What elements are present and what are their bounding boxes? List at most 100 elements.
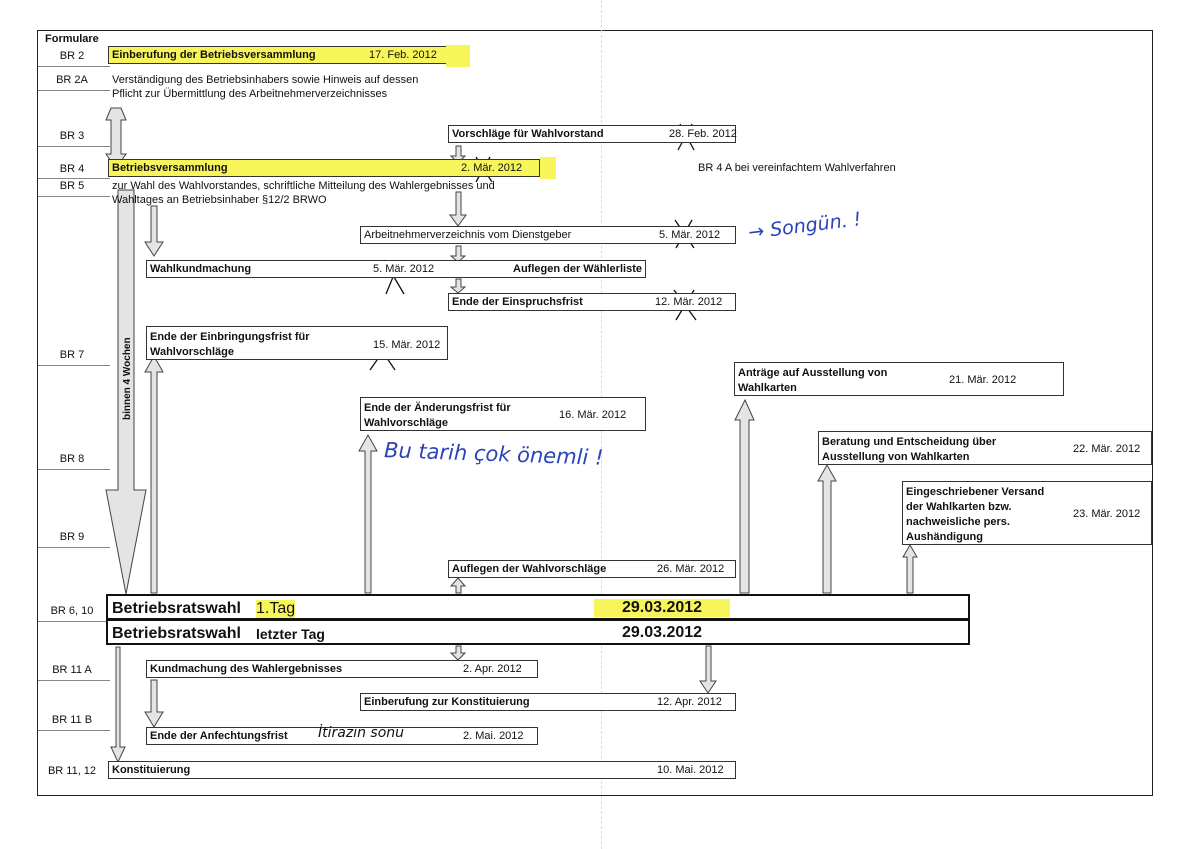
box-label-line2: Wahlvorschläge bbox=[150, 346, 234, 358]
arrow-wahl-4-wochen bbox=[105, 189, 147, 595]
row-code-br11a: BR 11 A bbox=[52, 664, 92, 676]
box-label: Wahlkundmachung bbox=[150, 263, 252, 275]
box-einbringungsfrist: Ende der Einbringungsfrist für Wahlvorsc… bbox=[146, 326, 448, 360]
wahl-suffix: letzter Tag bbox=[256, 626, 325, 642]
row-rule bbox=[38, 178, 110, 179]
box-date: 2. Mai. 2012 bbox=[463, 730, 524, 742]
box-label-line2: Wahlvorschläge bbox=[364, 417, 448, 429]
arrow-up-beratung bbox=[817, 463, 837, 594]
box-date: 17. Feb. 2012 bbox=[369, 49, 437, 61]
arrow-down-konstituierung bbox=[110, 646, 126, 764]
br2a-line1: Verständigung des Betriebsinhabers sowie… bbox=[112, 74, 419, 86]
box-br3: Vorschläge für Wahlvorstand 28. Feb. 201… bbox=[448, 125, 737, 143]
box-antraege-wahlkarten: Anträge auf Ausstellung von Wahlkarten 2… bbox=[734, 362, 1064, 396]
box-arbeitnehmerverzeichnis: Arbeitnehmerverzeichnis vom Dienstgeber … bbox=[360, 226, 736, 244]
box-date: 5. Mär. 2012 bbox=[373, 263, 435, 275]
row-rule bbox=[38, 469, 110, 470]
row-rule bbox=[38, 90, 110, 91]
br4a-note: BR 4 A bei vereinfachtem Wahlverfahren bbox=[698, 162, 896, 174]
box-label: Kundmachung des Wahlergebnisses bbox=[150, 663, 343, 675]
box-label: Auflegen der Wahlvorschläge bbox=[452, 563, 607, 575]
br2a-line2: Pflicht zur Übermittlung des Arbeitnehme… bbox=[112, 88, 388, 100]
wahl-date: 29.03.2012 bbox=[594, 599, 731, 617]
box-date: 2. Apr. 2012 bbox=[463, 663, 522, 675]
arrow-up-auflegen bbox=[449, 577, 467, 594]
row-rule bbox=[38, 730, 110, 731]
row-rule bbox=[38, 146, 110, 147]
arrow-label: binnen 4 Wochen bbox=[122, 337, 133, 420]
arrow-up-versand bbox=[902, 544, 918, 594]
box-date: 2. Mär. 2012 bbox=[461, 162, 523, 174]
box-label-line1: Eingeschriebener Versand bbox=[906, 486, 1045, 498]
wahl-label: Betriebsratswahl bbox=[112, 625, 241, 642]
box-wahlkundmachung: Wahlkundmachung 5. Mär. 2012 Auflegen de… bbox=[146, 260, 646, 278]
row-code-br11-12: BR 11, 12 bbox=[47, 765, 97, 777]
box-label-line1: Ende der Einbringungsfrist für bbox=[150, 331, 310, 343]
arrow-up-aenderung bbox=[358, 433, 378, 594]
box-label: Betriebsversammlung bbox=[112, 162, 228, 174]
box-einberufung-konstituierung: Einberufung zur Konstituierung 12. Apr. … bbox=[360, 693, 736, 711]
box-label-line1: Beratung und Entscheidung über bbox=[822, 436, 997, 448]
arrow-to-kundmachung bbox=[144, 205, 164, 257]
box-date: 28. Feb. 2012 bbox=[669, 128, 737, 140]
box-date: 22. Mär. 2012 bbox=[1073, 443, 1141, 455]
box-auflegen-wahlvorschlaege: Auflegen der Wahlvorschläge 26. Mär. 201… bbox=[448, 560, 736, 578]
box-label: Einberufung zur Konstituierung bbox=[364, 696, 530, 708]
box-date: 23. Mär. 2012 bbox=[1073, 508, 1141, 520]
arrow-down-einspruch bbox=[449, 278, 467, 294]
box-label-line2: Ausstellung von Wahlkarten bbox=[822, 451, 970, 463]
box-versand-wahlkarten: Eingeschriebener Versand der Wahlkarten … bbox=[902, 481, 1152, 545]
box-date: 21. Mär. 2012 bbox=[949, 374, 1017, 386]
box-label: Arbeitnehmerverzeichnis vom Dienstgeber bbox=[364, 229, 572, 241]
row-code-br4: BR 4 bbox=[59, 163, 85, 175]
box-label: Einberufung der Betriebsversammlung bbox=[112, 49, 316, 61]
box-date: 12. Apr. 2012 bbox=[657, 696, 722, 708]
row-code-br11b: BR 11 B bbox=[51, 714, 93, 726]
box-label-line2: Wahlkarten bbox=[738, 382, 797, 394]
box-label-line1: Anträge auf Ausstellung von bbox=[738, 367, 888, 379]
box-beratung-wahlkarten: Beratung und Entscheidung über Ausstellu… bbox=[818, 431, 1152, 465]
row-rule bbox=[38, 680, 110, 681]
br5-line1: zur Wahl des Wahlvorstandes, schriftlich… bbox=[112, 180, 495, 192]
box-label-line3: nachweisliche pers. bbox=[906, 516, 1010, 528]
box-date: 12. Mär. 2012 bbox=[655, 296, 723, 308]
arrow-down-kundmachung bbox=[449, 245, 467, 263]
highlight-mark bbox=[446, 45, 470, 67]
row-code-br6-10: BR 6, 10 bbox=[50, 605, 94, 617]
row-code-br7: BR 7 bbox=[59, 349, 85, 361]
row-code-br9: BR 9 bbox=[59, 531, 85, 543]
box-konstituierung: Konstituierung 10. Mai. 2012 bbox=[108, 761, 736, 779]
row-rule bbox=[38, 66, 110, 67]
handwriting-itiraz: İtirazın sonu bbox=[318, 725, 405, 741]
box-date: 16. Mär. 2012 bbox=[559, 409, 627, 421]
row-code-br8: BR 8 bbox=[59, 453, 85, 465]
wahl-date: 29.03.2012 bbox=[622, 624, 703, 641]
arrow-up-antraege bbox=[734, 398, 755, 594]
box-aenderungsfrist: Ende der Änderungsfrist für Wahlvorschlä… bbox=[360, 397, 646, 431]
row-code-br3: BR 3 bbox=[59, 130, 85, 142]
row-code-br2a: BR 2A bbox=[56, 74, 88, 86]
box-label-line1: Ende der Änderungsfrist für bbox=[364, 402, 511, 414]
page-title: Formulare bbox=[45, 33, 99, 45]
arrow-down-anfechtung bbox=[144, 679, 164, 728]
br5-line2: Wahltages an Betriebsinhaber §12/2 BRWO bbox=[112, 194, 327, 206]
box-label: Ende der Einspruchsfrist bbox=[452, 296, 583, 308]
box-label: Ende der Anfechtungsfrist bbox=[150, 730, 288, 742]
box-br4: Betriebsversammlung 2. Mär. 2012 bbox=[108, 159, 540, 177]
box-betriebsratswahl-1: Betriebsratswahl 1.Tag 29.03.2012 bbox=[106, 594, 970, 620]
wahl-suffix: 1.Tag bbox=[256, 600, 296, 618]
box-betriebsratswahl-2: Betriebsratswahl letzter Tag 29.03.2012 bbox=[106, 619, 970, 645]
page-frame bbox=[37, 30, 1153, 796]
row-rule bbox=[38, 621, 110, 622]
arrow-up-einbringung bbox=[144, 354, 164, 594]
arrow-down-br5 bbox=[449, 191, 467, 227]
box-date: 15. Mär. 2012 bbox=[373, 339, 441, 351]
box-right-label: Auflegen der Wählerliste bbox=[513, 263, 642, 275]
box-label: Konstituierung bbox=[112, 764, 191, 776]
row-rule bbox=[38, 365, 110, 366]
highlight-mark bbox=[540, 157, 556, 179]
box-date: 26. Mär. 2012 bbox=[657, 563, 725, 575]
box-einspruchsfrist: Ende der Einspruchsfrist 12. Mär. 2012 bbox=[448, 293, 736, 311]
box-date: 10. Mai. 2012 bbox=[657, 764, 724, 776]
